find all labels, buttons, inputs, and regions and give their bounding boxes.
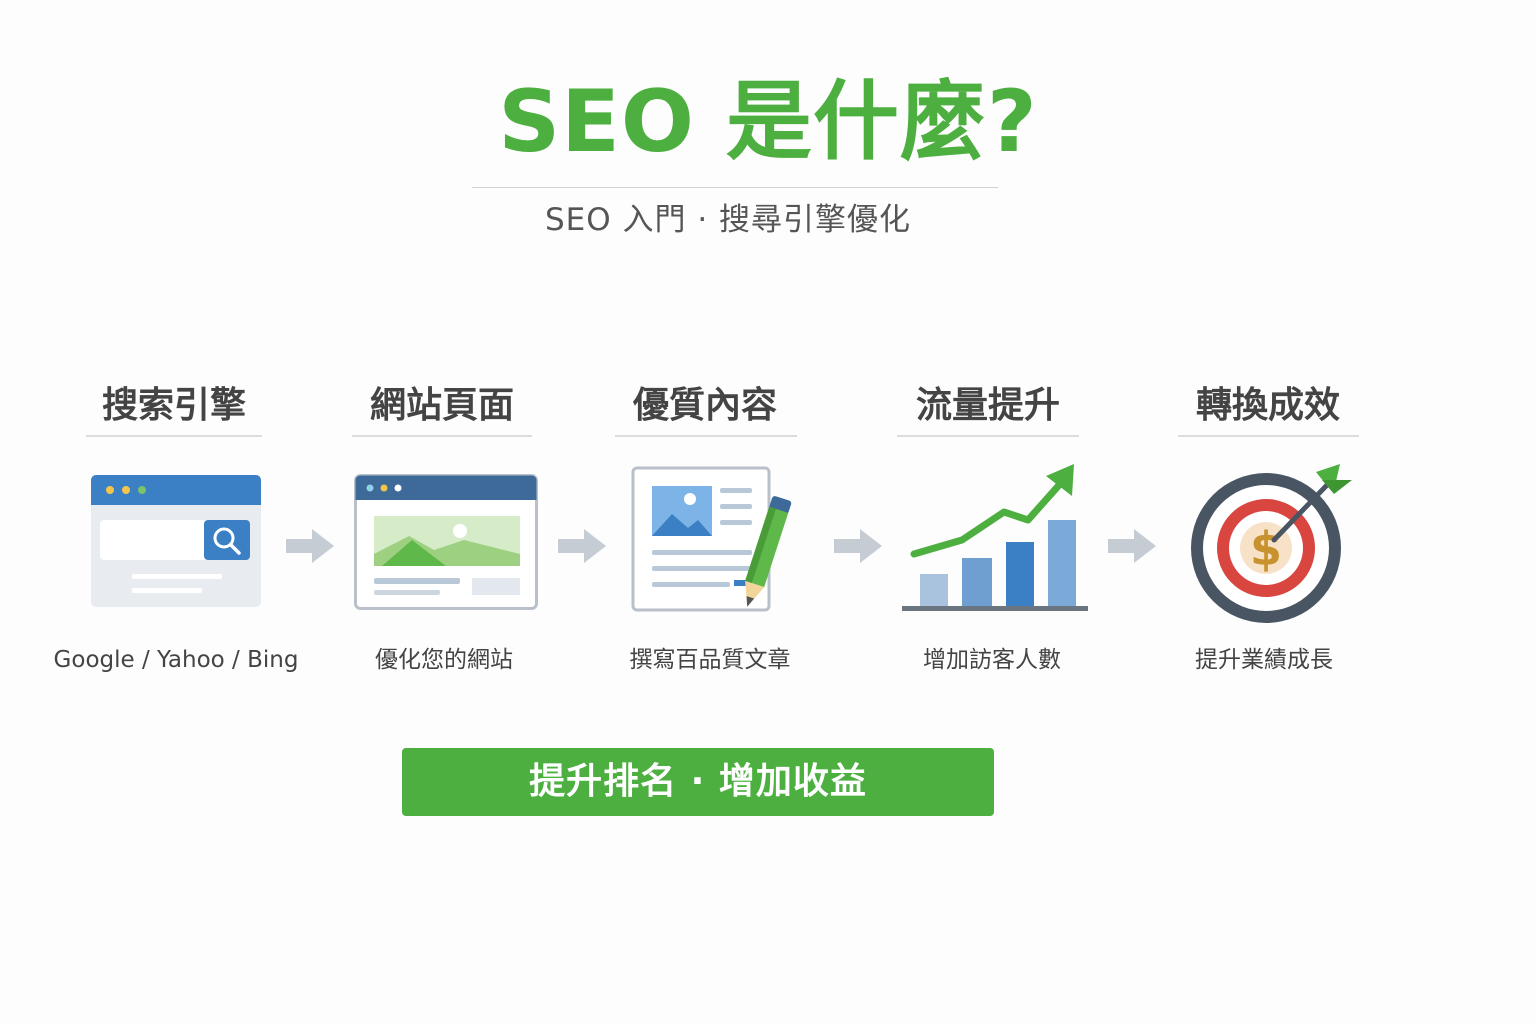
step-caption-conversion: 提升業績成長 [1195, 647, 1333, 673]
step-title-web-page: 網站頁面 [369, 385, 514, 426]
flow-arrow-icon [834, 529, 882, 563]
step-caption-quality-content: 撰寫百品質文章 [629, 647, 791, 673]
flow-arrow-icon [286, 529, 334, 563]
step-caption-search-engine: Google / Yahoo / Bing [53, 647, 299, 673]
step-divider [86, 435, 262, 437]
article-pencil-icon [631, 466, 792, 612]
search-browser-icon [91, 475, 261, 607]
flow-arrow-icon [1108, 529, 1156, 563]
dollar-symbol: $ [1250, 522, 1282, 576]
page-title: SEO 是什麼? [498, 72, 1038, 172]
step-title-search-engine: 搜索引擎 [101, 385, 246, 426]
flow-arrow-icon [558, 529, 606, 563]
webpage-icon [354, 474, 538, 610]
step-title-quality-content: 優質內容 [632, 385, 777, 426]
step-title-traffic: 流量提升 [915, 385, 1060, 426]
target-dollar-icon: $ [1191, 464, 1352, 623]
cta-banner-button[interactable]: 提升排名 · 增加收益 [402, 748, 994, 816]
title-divider [472, 187, 998, 188]
step-divider [615, 435, 797, 437]
step-divider [1178, 435, 1359, 437]
step-divider [897, 435, 1079, 437]
step-caption-web-page: 優化您的網站 [375, 647, 513, 673]
step-divider [352, 435, 532, 437]
growth-chart-icon [902, 464, 1088, 611]
page-subtitle: SEO 入門 · 搜尋引擎優化 [544, 202, 912, 238]
step-caption-traffic: 增加訪客人數 [923, 647, 1061, 673]
step-title-conversion: 轉換成效 [1195, 385, 1340, 426]
